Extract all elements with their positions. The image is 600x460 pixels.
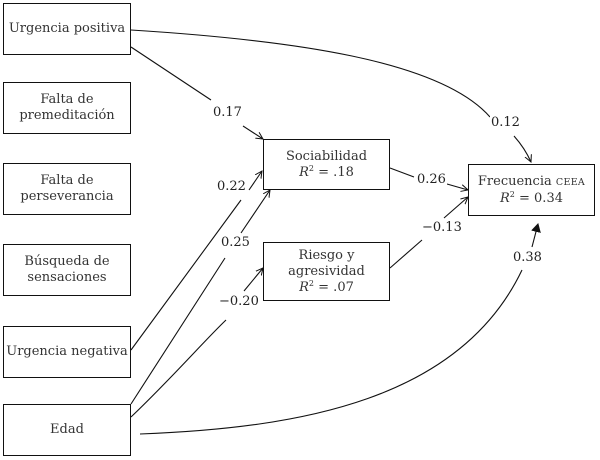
box-falta-perseverancia: Falta de perseverancia xyxy=(3,163,131,215)
coef-sociabilidad-frecuencia: 0.26 xyxy=(416,172,447,187)
box-busqueda-sensaciones: Búsqueda de sensaciones xyxy=(3,244,131,296)
coef-riesgo-frecuencia: −0.13 xyxy=(421,220,463,235)
smallcaps-label: ceea xyxy=(555,176,586,188)
box-riesgo-agresividad: Riesgo y agresividad R2 = .07 xyxy=(263,242,390,301)
coef-urgpos-frecuencia: 0.12 xyxy=(490,115,521,130)
box-label-line1: Falta de xyxy=(40,173,94,188)
r-squared: R2 = .18 xyxy=(299,163,354,180)
coef-urgpos-sociabilidad: 0.17 xyxy=(212,105,243,120)
box-label-line1: Falta de xyxy=(40,92,94,107)
path-edad-frecuencia-a xyxy=(139,269,523,435)
box-label: Frecuencia ceea xyxy=(477,173,586,189)
box-label: Urgencia negativa xyxy=(6,344,128,359)
box-label: Sociabilidad xyxy=(285,148,368,164)
box-label-line2: agresividad xyxy=(288,263,365,279)
box-edad: Edad xyxy=(3,404,131,456)
coef-urgneg-sociabilidad: 0.22 xyxy=(216,179,247,194)
box-label: Edad xyxy=(50,422,84,437)
box-urgencia-positiva: Urgencia positiva xyxy=(3,3,131,55)
path-edad-sociabilidad xyxy=(130,190,270,405)
coef-edad-frecuencia: 0.38 xyxy=(512,250,543,265)
coef-edad-sociabilidad: 0.25 xyxy=(220,235,251,250)
path-edad-frecuencia-b xyxy=(531,223,541,248)
box-label: Urgencia positiva xyxy=(8,21,126,36)
path-urgpos-frecuencia-a xyxy=(130,29,491,118)
box-label-line1: Búsqueda de xyxy=(24,254,110,269)
path-riesgo-frecuencia xyxy=(389,197,468,269)
box-label-line2: sensaciones xyxy=(27,270,107,285)
path-edad-riesgo xyxy=(130,268,263,418)
coef-edad-riesgo: −0.20 xyxy=(218,294,260,309)
path-urgpos-sociabilidad xyxy=(130,46,263,139)
box-sociabilidad: Sociabilidad R2 = .18 xyxy=(263,139,390,190)
path-urgpos-frecuencia-b xyxy=(513,135,531,162)
box-urgencia-negativa: Urgencia negativa xyxy=(3,326,131,378)
box-falta-premeditacion: Falta de premeditación xyxy=(3,82,131,134)
r-squared: R2 = 0.34 xyxy=(499,189,563,206)
box-label-line2: premeditación xyxy=(19,108,115,123)
path-urgneg-sociabilidad xyxy=(130,171,262,351)
box-frecuencia-ceea: Frecuencia ceea R2 = 0.34 xyxy=(468,164,595,216)
box-label-line2: perseverancia xyxy=(20,189,114,204)
r-squared: R2 = .07 xyxy=(299,278,354,295)
box-label-line1: Riesgo y xyxy=(298,247,355,263)
